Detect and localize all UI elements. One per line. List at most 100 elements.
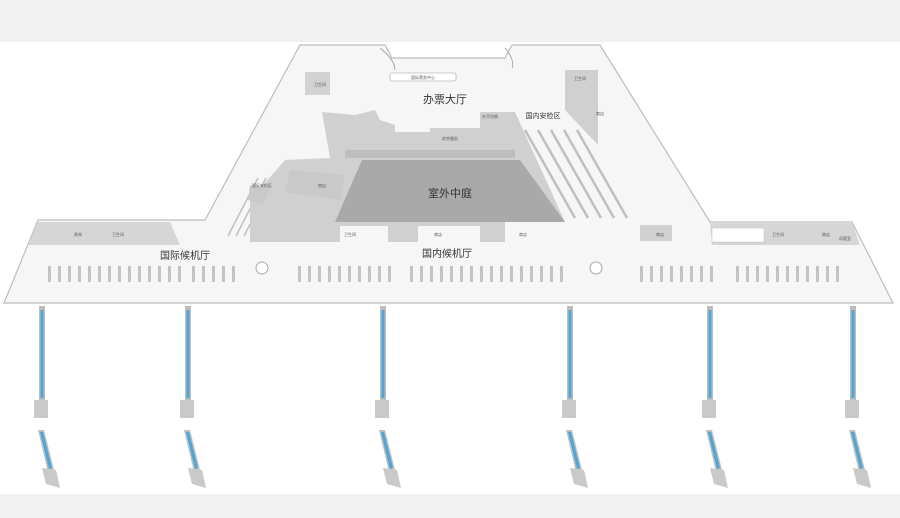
seat-row bbox=[410, 266, 413, 282]
bridge-part bbox=[568, 310, 572, 398]
seat-row bbox=[348, 266, 351, 282]
seat-row bbox=[776, 266, 779, 282]
bridge-part bbox=[34, 400, 48, 418]
bridge-part bbox=[562, 400, 576, 418]
room-b bbox=[285, 170, 345, 200]
seat-row bbox=[816, 266, 819, 282]
boarding-bridge bbox=[375, 306, 401, 488]
boarding-bridge bbox=[562, 306, 588, 488]
seat-row bbox=[368, 266, 371, 282]
seat-row bbox=[222, 266, 225, 282]
seat-row bbox=[178, 266, 181, 282]
info-box bbox=[711, 227, 765, 243]
seat-row bbox=[358, 266, 361, 282]
seat-row bbox=[318, 266, 321, 282]
bridge-part bbox=[568, 432, 580, 469]
label-shop-4: 商店 bbox=[822, 231, 830, 237]
label-restroom-3: 卫生间 bbox=[112, 231, 124, 237]
bridge-part bbox=[708, 432, 720, 469]
restroom-top-right bbox=[565, 70, 598, 145]
seat-row bbox=[530, 266, 533, 282]
seat-row bbox=[460, 266, 463, 282]
note-ticket: 国际票务中心 bbox=[411, 74, 435, 80]
bridge-part bbox=[851, 432, 863, 469]
label-shop-5: 商店 bbox=[596, 110, 604, 116]
bridge-part bbox=[40, 432, 52, 469]
label-shop-2: 商店 bbox=[519, 231, 527, 237]
bridge-part bbox=[570, 468, 588, 488]
label-restroom-5: 卫生间 bbox=[772, 231, 784, 237]
seating-rows bbox=[48, 266, 839, 282]
seat-row bbox=[78, 266, 81, 282]
seat-row bbox=[450, 266, 453, 282]
room-a bbox=[248, 185, 270, 205]
bridge-part bbox=[381, 310, 385, 398]
seat-row bbox=[58, 266, 61, 282]
domestic-security-lanes bbox=[523, 129, 629, 219]
bridge-part bbox=[383, 468, 401, 488]
bridge-part bbox=[375, 400, 389, 418]
label-domestic-lounge: 国内候机厅 bbox=[422, 247, 472, 260]
seat-row bbox=[378, 266, 381, 282]
boarding-bridges bbox=[34, 306, 871, 488]
label-restroom-4: 卫生间 bbox=[344, 231, 356, 237]
seat-row bbox=[746, 266, 749, 282]
seat-row bbox=[836, 266, 839, 282]
seat-row bbox=[168, 266, 171, 282]
seat-row bbox=[796, 266, 799, 282]
seat-row bbox=[192, 266, 195, 282]
seat-row bbox=[440, 266, 443, 282]
seat-row bbox=[660, 266, 663, 282]
seat-row bbox=[786, 266, 789, 282]
bridge-part bbox=[851, 310, 855, 398]
intl-service-band bbox=[28, 222, 180, 245]
entrance-right bbox=[504, 47, 514, 69]
seat-row bbox=[128, 266, 131, 282]
seat-row bbox=[98, 266, 101, 282]
seat-row bbox=[420, 266, 423, 282]
seat-row bbox=[480, 266, 483, 282]
seat-row bbox=[202, 266, 205, 282]
seat-row bbox=[212, 266, 215, 282]
boarding-bridge bbox=[34, 306, 60, 488]
seat-row bbox=[710, 266, 713, 282]
label-international-lounge: 国际候机厅 bbox=[160, 249, 210, 262]
seat-row bbox=[232, 266, 235, 282]
seat-row bbox=[756, 266, 759, 282]
bridge-part bbox=[853, 468, 871, 488]
seat-row bbox=[48, 266, 51, 282]
seat-row bbox=[550, 266, 553, 282]
bridge-part bbox=[188, 468, 206, 488]
label-domestic-security: 国内安检区 bbox=[526, 111, 561, 120]
bridge-part bbox=[180, 400, 194, 418]
note-shop: 商店 bbox=[318, 182, 326, 188]
bridge-part bbox=[186, 432, 198, 469]
bridge-part bbox=[708, 310, 712, 398]
label-ticket-hall: 办票大厅 bbox=[423, 92, 467, 106]
boarding-bridge bbox=[702, 306, 728, 488]
elevator-circle-icon bbox=[255, 261, 269, 275]
boarding-bridge bbox=[845, 306, 871, 488]
bridge-part bbox=[702, 400, 716, 418]
seat-row bbox=[430, 266, 433, 282]
seat-row bbox=[560, 266, 563, 282]
seat-row bbox=[500, 266, 503, 282]
seat-row bbox=[826, 266, 829, 282]
seat-row bbox=[148, 266, 151, 282]
seat-row bbox=[108, 266, 111, 282]
seat-row bbox=[328, 266, 331, 282]
seat-row bbox=[490, 266, 493, 282]
seat-row bbox=[540, 266, 543, 282]
seat-row bbox=[736, 266, 739, 282]
seat-row bbox=[138, 266, 141, 282]
seat-row bbox=[640, 266, 643, 282]
seat-row bbox=[766, 266, 769, 282]
note-service: 综合服务 bbox=[442, 135, 458, 141]
entrance-left bbox=[379, 47, 396, 71]
restroom-top-left bbox=[305, 72, 330, 95]
note-intl-security: 国际安检区 bbox=[252, 182, 272, 188]
bridge-part bbox=[710, 468, 728, 488]
seat-row bbox=[650, 266, 653, 282]
